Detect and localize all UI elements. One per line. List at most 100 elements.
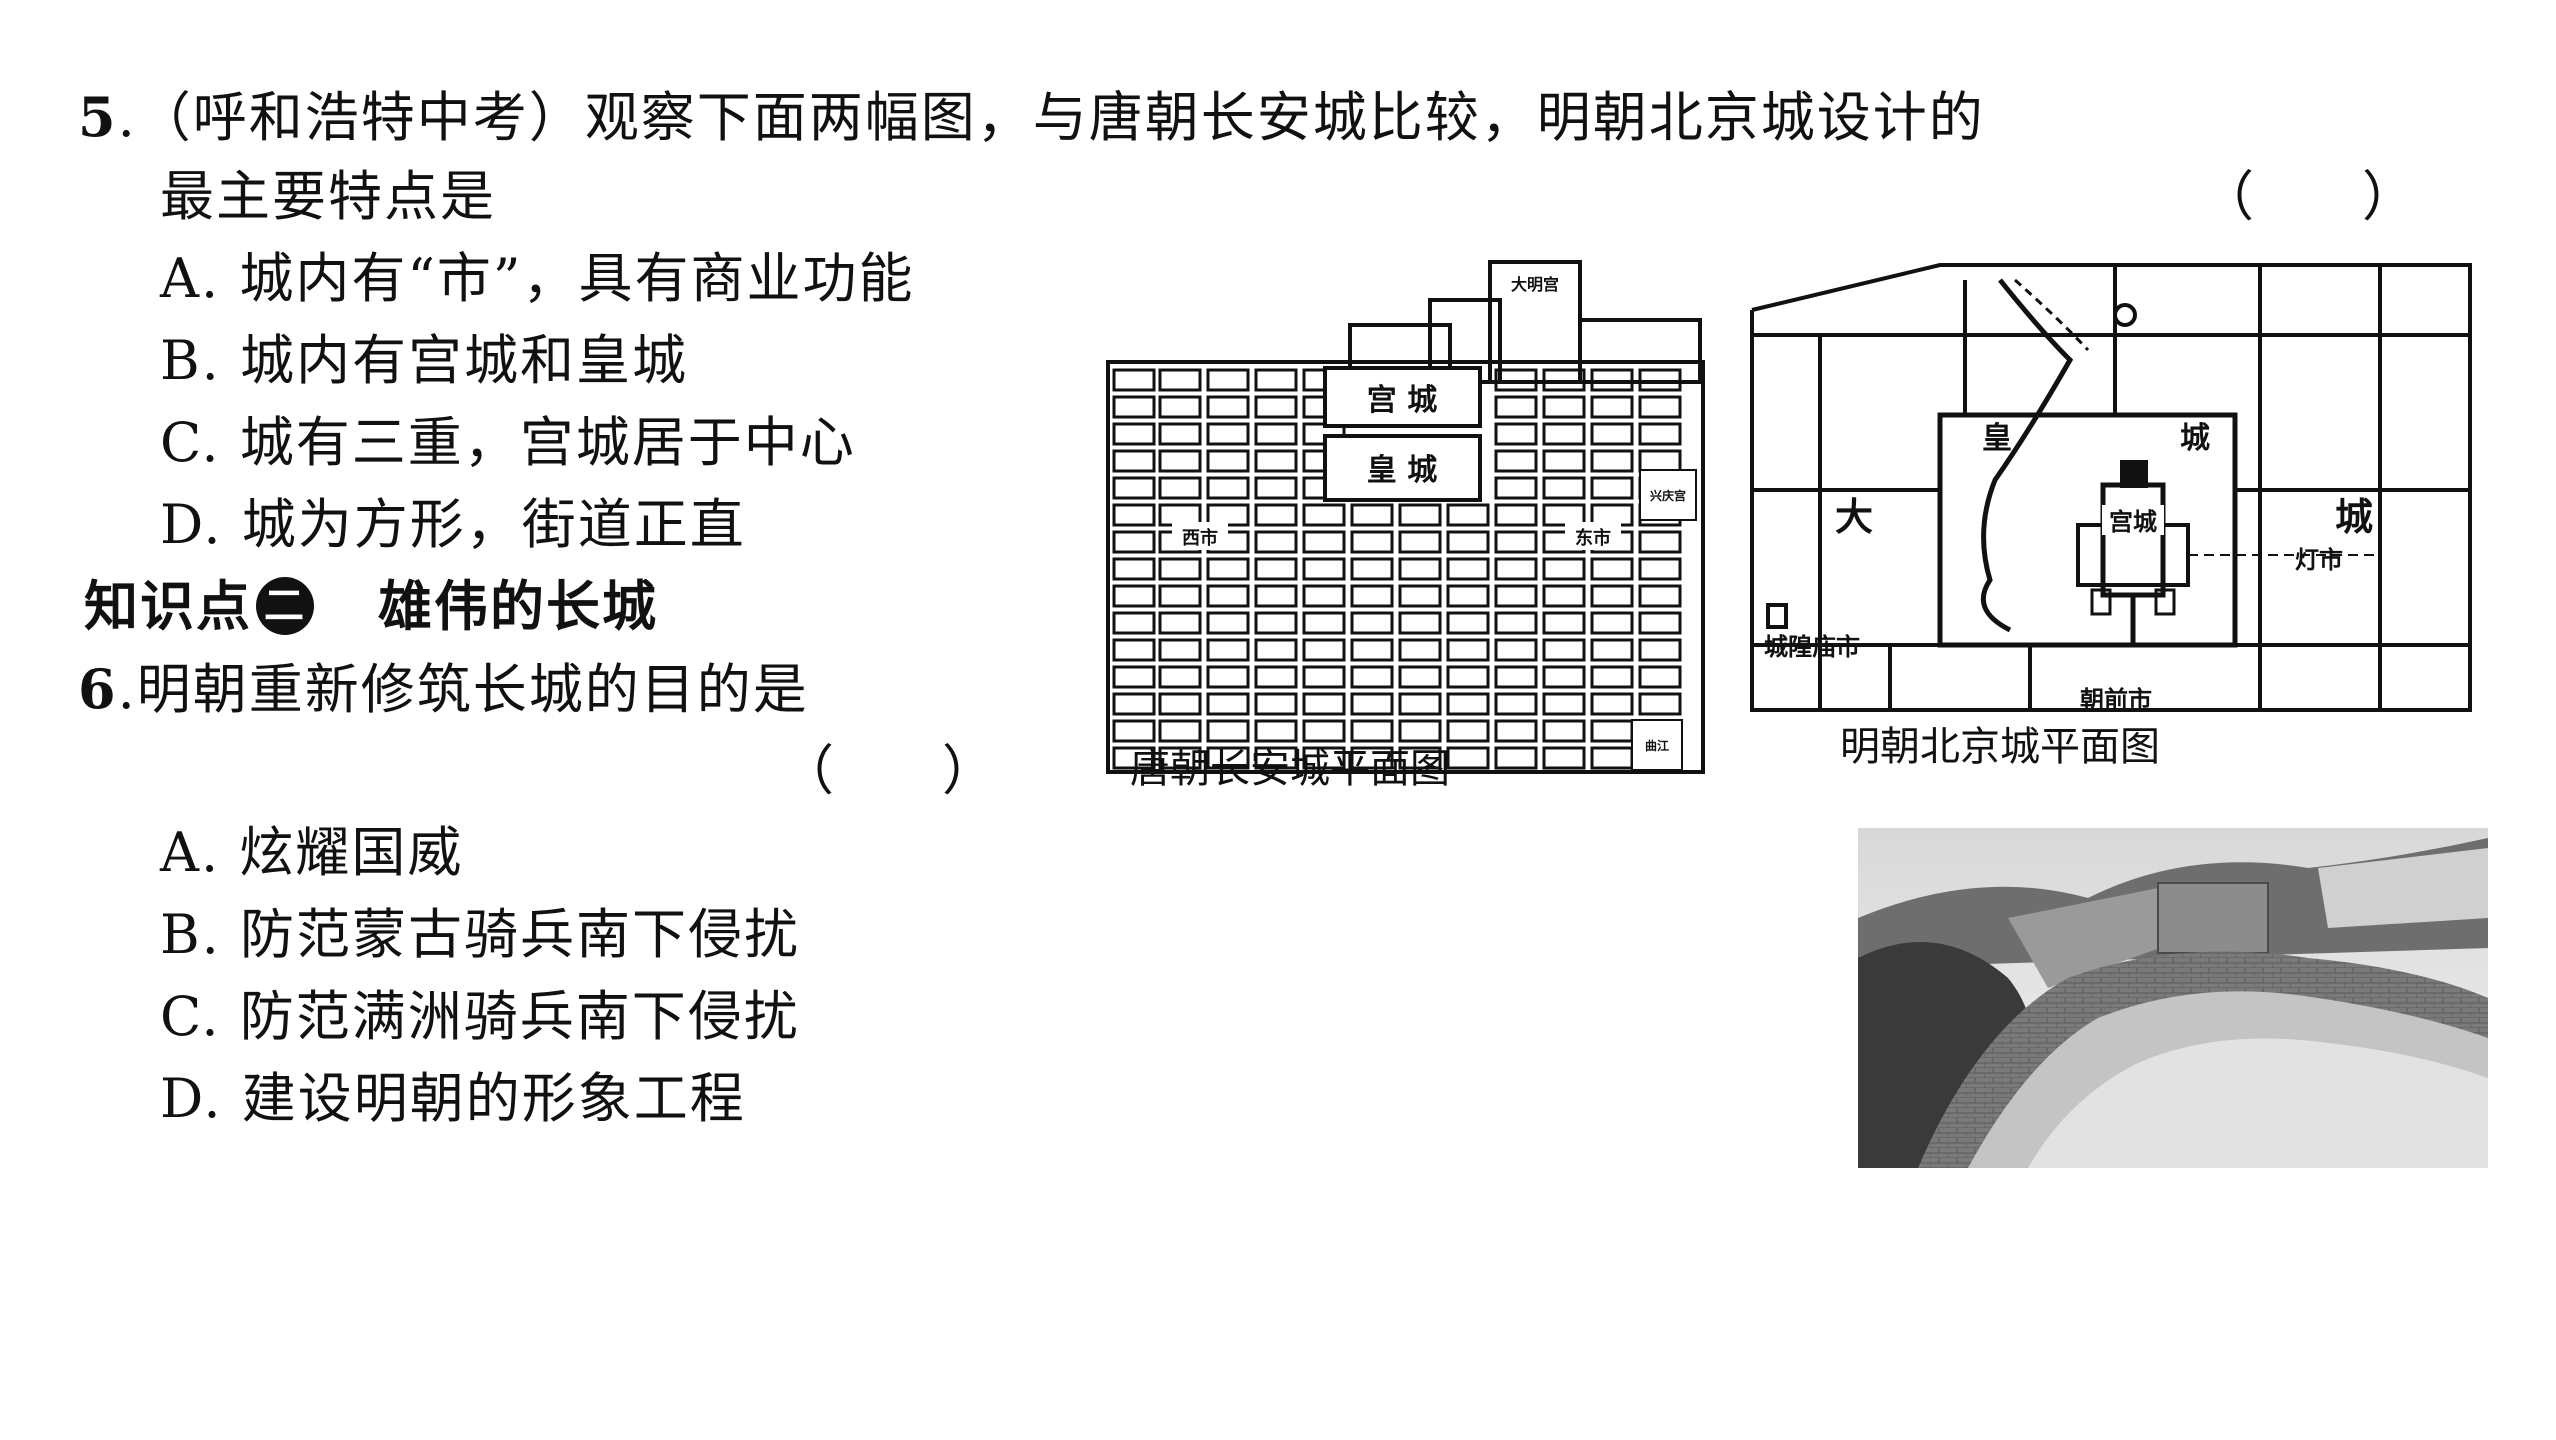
changan-block (1302, 584, 1346, 608)
q5-stem-line2: 最主要特点是 (160, 165, 496, 228)
q5-number: 5 (78, 85, 118, 149)
changan-block (1254, 584, 1298, 608)
q6-option-b[interactable]: B. 防范蒙古骑兵南下侵扰 (160, 903, 801, 966)
changan-block (1542, 449, 1586, 473)
changan-block (1158, 611, 1202, 635)
changan-block (1446, 719, 1490, 743)
changan-block (1254, 422, 1298, 446)
changan-block (1302, 746, 1346, 770)
changan-block (1398, 530, 1442, 554)
changan-block (1590, 476, 1634, 500)
changan-block (1158, 557, 1202, 581)
changan-block (1302, 665, 1346, 689)
changan-block (1542, 422, 1586, 446)
changan-block (1206, 665, 1250, 689)
changan-block (1446, 503, 1490, 527)
q5-option-c[interactable]: C. 城有三重，宫城居于中心 (160, 411, 856, 474)
changan-block (1350, 746, 1394, 770)
changan-block (1542, 692, 1586, 716)
changan-block (1112, 746, 1156, 770)
changan-block (1398, 503, 1442, 527)
changan-block (1112, 584, 1156, 608)
changan-block (1542, 719, 1586, 743)
knowledge-point-heading: 知识点二雄伟的长城 (84, 575, 658, 638)
changan-block (1112, 422, 1156, 446)
changan-block (1542, 557, 1586, 581)
q6-option-c[interactable]: C. 防范满洲骑兵南下侵扰 (160, 985, 800, 1048)
changan-block (1206, 449, 1250, 473)
changan-block (1446, 746, 1490, 770)
changan-block (1494, 638, 1538, 662)
changan-block (1590, 719, 1634, 743)
changan-block (1590, 449, 1634, 473)
changan-block (1254, 449, 1298, 473)
changan-block (1494, 422, 1538, 446)
q6-stem: 6.明朝重新修筑长城的目的是 (78, 657, 809, 721)
q5-option-d[interactable]: D. 城为方形，街道正直 (160, 493, 746, 556)
changan-daming-label: 大明宫 (1511, 275, 1559, 294)
changan-block (1638, 638, 1682, 662)
changan-block (1112, 395, 1156, 419)
q5-answer-paren[interactable]: （ ） (2200, 165, 2416, 228)
changan-block (1206, 692, 1250, 716)
q5-stem-line1: 5.（呼和浩特中考）观察下面两幅图，与唐朝长安城比较，明朝北京城设计的 (78, 85, 1985, 149)
changan-block (1398, 692, 1442, 716)
changan-block (1446, 692, 1490, 716)
changan-block (1494, 746, 1538, 770)
changan-block (1112, 638, 1156, 662)
q6-option-a[interactable]: A. 炫耀国威 (160, 821, 464, 884)
changan-block (1590, 584, 1634, 608)
changan-block (1206, 746, 1250, 770)
changan-block (1254, 503, 1298, 527)
changan-block (1350, 584, 1394, 608)
changan-block (1350, 530, 1394, 554)
changan-block (1254, 665, 1298, 689)
changan-block (1398, 665, 1442, 689)
changan-map-caption: 唐朝长安城平面图 (1130, 746, 1450, 790)
changan-block (1398, 719, 1442, 743)
changan-block (1206, 584, 1250, 608)
changan-block (1494, 530, 1538, 554)
q5-option-b[interactable]: B. 城内有宫城和皇城 (160, 329, 689, 392)
changan-block (1254, 638, 1298, 662)
changan-block (1158, 692, 1202, 716)
changan-block (1590, 692, 1634, 716)
changan-block (1112, 449, 1156, 473)
changan-block (1398, 584, 1442, 608)
changan-map-figure: 宫 城 皇 城 西市 东市 大明宫 兴庆宫 曲江 唐朝长安城平面图 (1100, 250, 1720, 792)
changan-block (1494, 692, 1538, 716)
q6-option-d[interactable]: D. 建设明朝的形象工程 (160, 1067, 746, 1130)
changan-block (1494, 449, 1538, 473)
changan-block (1638, 665, 1682, 689)
changan-block (1398, 746, 1442, 770)
changan-block (1350, 692, 1394, 716)
beijing-map-figure: 皇 城 大 城 宫城 灯市 城隍庙市 朝前市 明朝北京城平面图 (1740, 250, 2476, 790)
changan-block (1254, 611, 1298, 635)
changan-block (1590, 746, 1634, 770)
changan-block (1158, 746, 1202, 770)
changan-block (1302, 638, 1346, 662)
changan-block (1638, 422, 1682, 446)
changan-block (1158, 665, 1202, 689)
changan-block (1398, 611, 1442, 635)
changan-block (1542, 503, 1586, 527)
changan-block (1542, 584, 1586, 608)
changan-block (1254, 557, 1298, 581)
changan-block (1590, 395, 1634, 419)
q6-number: 6 (78, 657, 118, 721)
beijing-map: 皇 城 大 城 宫城 灯市 城隍庙市 朝前市 明朝北京城平面图 (1750, 263, 2472, 770)
changan-block (1494, 476, 1538, 500)
changan-block (1158, 584, 1202, 608)
knowledge-point-title: 雄伟的长城 (378, 575, 658, 638)
changan-block (1112, 719, 1156, 743)
changan-block (1158, 368, 1202, 392)
q5-option-a[interactable]: A. 城内有“市”，具有商业功能 (160, 247, 915, 310)
changan-block (1302, 530, 1346, 554)
changan-block (1350, 719, 1394, 743)
changan-block (1206, 476, 1250, 500)
changan-block (1254, 719, 1298, 743)
beijing-bigcheng-label: 城 (2335, 495, 2373, 539)
changan-block (1254, 476, 1298, 500)
changan-block (1350, 611, 1394, 635)
q6-answer-paren[interactable]: （ ） (780, 739, 996, 802)
